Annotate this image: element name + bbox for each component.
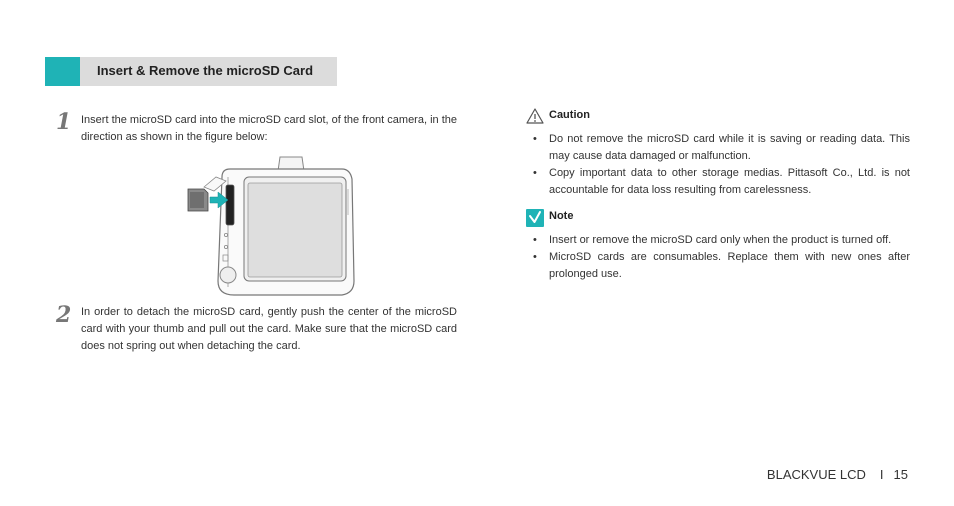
note-item-text: Insert or remove the microSD card only w… [549,234,892,246]
check-icon [526,209,544,232]
caution-header: Caution [524,108,910,126]
microsd-insert-figure [182,155,358,301]
step-2-number: 2 [56,302,72,328]
page-number: 15 [893,467,908,482]
step-1-number: 1 [56,109,72,135]
section-header: Insert & Remove the microSD Card [45,57,337,86]
step-2-paragraph: In order to detach the microSD card, gen… [81,306,457,352]
note-title: Note [549,210,574,222]
caution-list: •Do not remove the microSD card while it… [524,131,910,199]
section-accent-bar [45,57,80,86]
list-item: •Do not remove the microSD card while it… [533,133,910,162]
step-2-text: In order to detach the microSD card, gen… [81,304,457,355]
warning-triangle-icon [526,108,544,129]
caution-block: Caution •Do not remove the microSD card … [524,108,910,199]
section-title: Insert & Remove the microSD Card [97,63,314,78]
dashcam-microsd-insert-illustration-icon [187,156,355,296]
footer-product: BLACKVUE LCD [766,467,866,482]
page-footer: BLACKVUE LCD I 15 [767,467,908,482]
note-item-text: MicroSD cards are consumables. Replace t… [549,251,910,280]
caution-title: Caution [549,109,590,121]
note-list: •Insert or remove the microSD card only … [524,232,910,283]
note-header: Note [524,209,910,227]
step-1-paragraph: Insert the microSD card into the microSD… [81,114,457,143]
caution-item-text: Copy important data to other storage med… [549,167,910,196]
list-item: •MicroSD cards are consumables. Replace … [533,251,910,280]
footer-separator: I [879,467,884,482]
note-block: Note •Insert or remove the microSD card … [524,209,910,283]
caution-item-text: Do not remove the microSD card while it … [549,133,910,162]
section-title-bar [80,57,337,86]
step-1-text: Insert the microSD card into the microSD… [81,112,457,146]
list-item: •Copy important data to other storage me… [533,167,910,196]
list-item: •Insert or remove the microSD card only … [533,234,892,246]
